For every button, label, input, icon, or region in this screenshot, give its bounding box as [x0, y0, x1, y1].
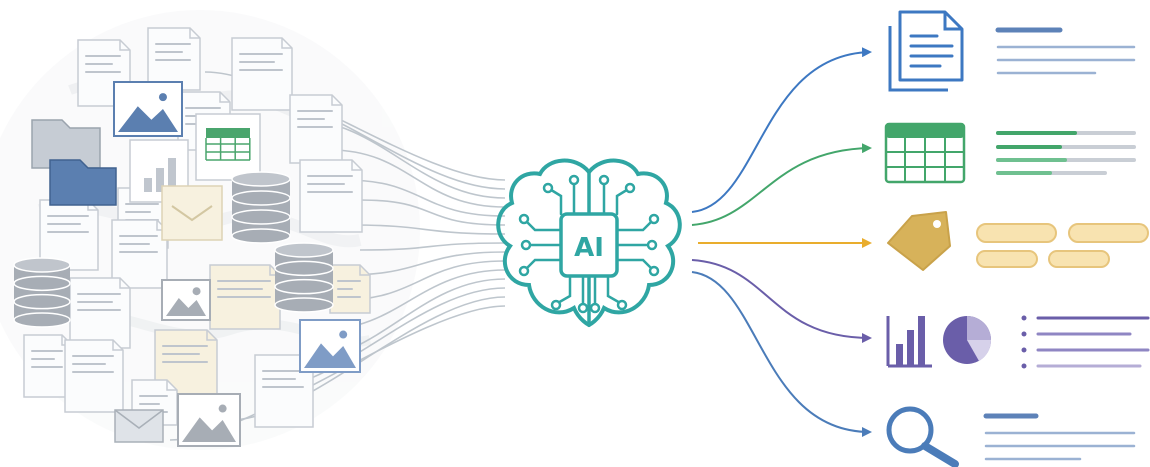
brain-circuit-icon: AI	[496, 158, 682, 327]
image-icon	[299, 319, 361, 373]
chart-legend-lines	[1021, 315, 1150, 369]
document-stack-icon	[888, 10, 964, 92]
tag-icon	[887, 211, 951, 271]
document-icon	[209, 264, 281, 330]
document-icon	[289, 94, 343, 164]
arrow-to-search	[691, 271, 872, 437]
folder-icon	[31, 119, 101, 169]
folder-icon	[49, 159, 117, 206]
output-arrows	[691, 47, 872, 437]
image-icon	[113, 81, 183, 137]
document-icon	[111, 219, 168, 289]
image-icon	[177, 393, 241, 447]
ai-label: AI	[574, 233, 604, 263]
arrow-to-chart	[691, 259, 872, 343]
flow-line	[344, 179, 506, 217]
table-icon	[884, 122, 966, 184]
document-summary-lines	[995, 27, 1136, 75]
table-summary-lines	[996, 131, 1136, 175]
bar-chart-icon	[886, 316, 932, 368]
document-icon	[69, 277, 131, 349]
flow-line	[349, 224, 506, 235]
flow-line	[329, 149, 506, 208]
database-icon	[274, 242, 334, 313]
search-result-lines	[983, 413, 1136, 461]
email-icon	[114, 409, 164, 443]
database-icon	[13, 257, 71, 328]
flow-line	[359, 199, 506, 226]
search-icon	[886, 406, 959, 467]
document-icon	[64, 339, 124, 413]
database-icon	[231, 171, 291, 244]
document-icon	[299, 159, 363, 233]
arrow-to-table	[691, 143, 872, 226]
document-icon	[147, 27, 201, 91]
map-icon	[161, 185, 223, 241]
arrow-to-documents	[691, 47, 872, 213]
input-data-cluster	[13, 27, 371, 447]
document-icon	[329, 264, 371, 314]
document-icon	[231, 37, 293, 111]
flow-line	[359, 242, 506, 251]
image-icon	[161, 279, 211, 321]
chart-icon	[886, 316, 992, 368]
document-icon	[154, 329, 218, 397]
tag-pills	[976, 223, 1149, 268]
spreadsheet-icon	[195, 113, 261, 181]
pie-chart-icon	[943, 316, 992, 364]
